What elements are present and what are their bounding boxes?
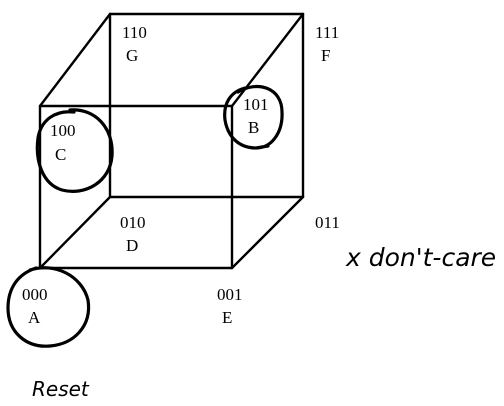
vertex-000-code: 000 bbox=[22, 285, 48, 304]
vertex-111-name: F bbox=[321, 46, 330, 65]
vertex-111-code: 111 bbox=[315, 23, 339, 42]
vertex-110-code: 110 bbox=[122, 23, 147, 42]
vertex-001-name: E bbox=[222, 308, 232, 327]
vertex-010-name: D bbox=[126, 236, 138, 255]
edge-E-011 bbox=[230, 195, 305, 270]
dont-care-annotation: x don't-care bbox=[345, 243, 496, 272]
vertex-011-code: 011 bbox=[315, 213, 340, 232]
vertex-100-code: 100 bbox=[50, 121, 76, 140]
edge-C-G bbox=[38, 12, 112, 108]
reset-annotation: Reset bbox=[32, 377, 90, 401]
vertex-101-code: 101 bbox=[243, 95, 269, 114]
vertex-001-code: 001 bbox=[217, 285, 243, 304]
vertex-010-code: 010 bbox=[120, 213, 146, 232]
circle-mark-A bbox=[6, 266, 91, 348]
vertex-110-name: G bbox=[126, 46, 138, 65]
vertex-100-name: C bbox=[55, 145, 66, 164]
circle-mark-B bbox=[223, 84, 284, 150]
edge-A-D bbox=[38, 195, 112, 270]
vertex-000-name: A bbox=[28, 308, 41, 327]
vertex-101-name: B bbox=[248, 118, 259, 137]
circle-mark-C bbox=[35, 108, 114, 193]
edge-B-F bbox=[230, 12, 305, 108]
